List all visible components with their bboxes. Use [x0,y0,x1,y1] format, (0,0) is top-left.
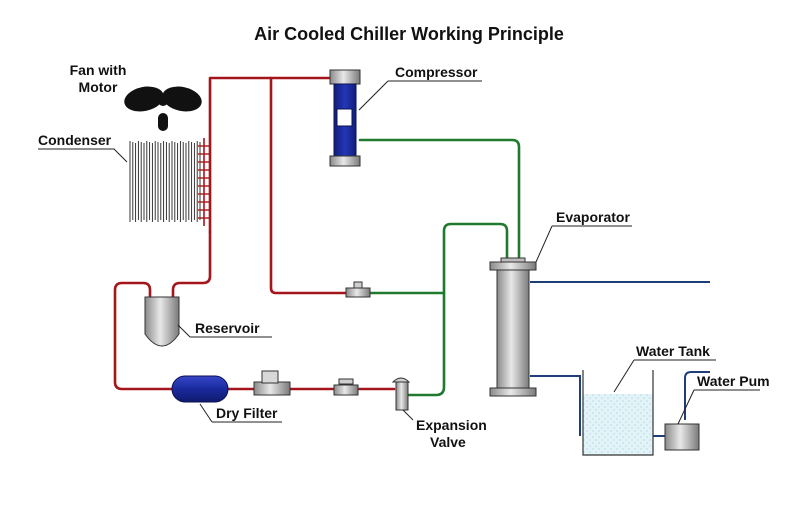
bypass-valve-body [345,287,371,298]
condenser [129,138,210,226]
dry-filter-body [171,375,229,403]
fan-blade-left [124,86,164,112]
label-fan-line2: Motor [79,79,118,95]
condenser-fins [129,141,201,222]
label-condenser: Condenser [38,132,112,148]
sight-glass-cap [338,378,354,385]
bypass-line [269,76,348,295]
expansion-valve-body [395,381,409,411]
expansion-valve-cap [391,377,411,383]
leader-evaporator [535,225,632,263]
label-expansion-line2: Valve [430,434,466,450]
condenser-to-reservoir-line [171,230,212,300]
evaporator-shell [496,269,530,389]
compressor-base [329,155,361,167]
compressor [329,69,361,167]
label-water-tank: Water Tank [636,343,710,359]
dry-filter [171,375,229,403]
reservoir [144,296,180,347]
valve-coil [261,370,279,384]
leader-water-pump [677,389,760,425]
label-compressor: Compressor [395,64,478,80]
reservoir-body [144,296,180,347]
leader-compressor [358,80,482,111]
water-tank [582,370,654,456]
water-fill [583,394,653,455]
bypass-valve [345,281,371,298]
evaporator [489,257,537,397]
valve-body [253,381,291,396]
water-lines [530,281,710,437]
leader-expansion [402,409,414,421]
labels: Fan with Motor Compressor Condenser Evap… [38,62,770,450]
compressor-window [336,108,353,127]
leader-water-tank [613,359,716,393]
water-tank-walls [582,370,654,456]
fan-blade-right [162,86,202,112]
reservoir-to-filter-line [113,281,174,391]
discharge-line [208,76,334,234]
water-pump-body [664,423,700,451]
water-return-line [530,375,581,436]
pump-discharge-line [684,371,710,420]
bypass-valve-stem [353,281,363,289]
label-fan-line1: Fan with [70,62,127,78]
fan-motor [124,86,202,131]
leader-condenser [38,148,128,163]
suction-line [358,138,521,264]
expansion-valve [391,377,411,411]
evaporator-top-flange [489,261,537,271]
label-evaporator: Evaporator [556,209,630,225]
sight-glass-body [333,384,359,396]
evaporator-bottom-flange [489,387,537,397]
label-reservoir: Reservoir [195,320,260,336]
fan-hub [158,96,168,106]
label-expansion-line1: Expansion [416,417,487,433]
leader-reservoir [177,324,272,338]
cold-refrigerant-lines [358,138,521,397]
leader-dry-filter [199,403,282,423]
label-water-pump: Water Pum [697,373,770,389]
diagram-title: Air Cooled Chiller Working Principle [254,24,564,44]
expansion-to-evaporator-line [401,222,509,397]
compressor-top-cap [329,69,361,85]
sight-glass [333,378,359,396]
water-pump [664,423,700,451]
condenser-tubes [198,138,210,226]
label-dry-filter: Dry Filter [216,405,278,421]
solenoid-valve [253,370,291,396]
fan-motor-body [158,113,168,131]
